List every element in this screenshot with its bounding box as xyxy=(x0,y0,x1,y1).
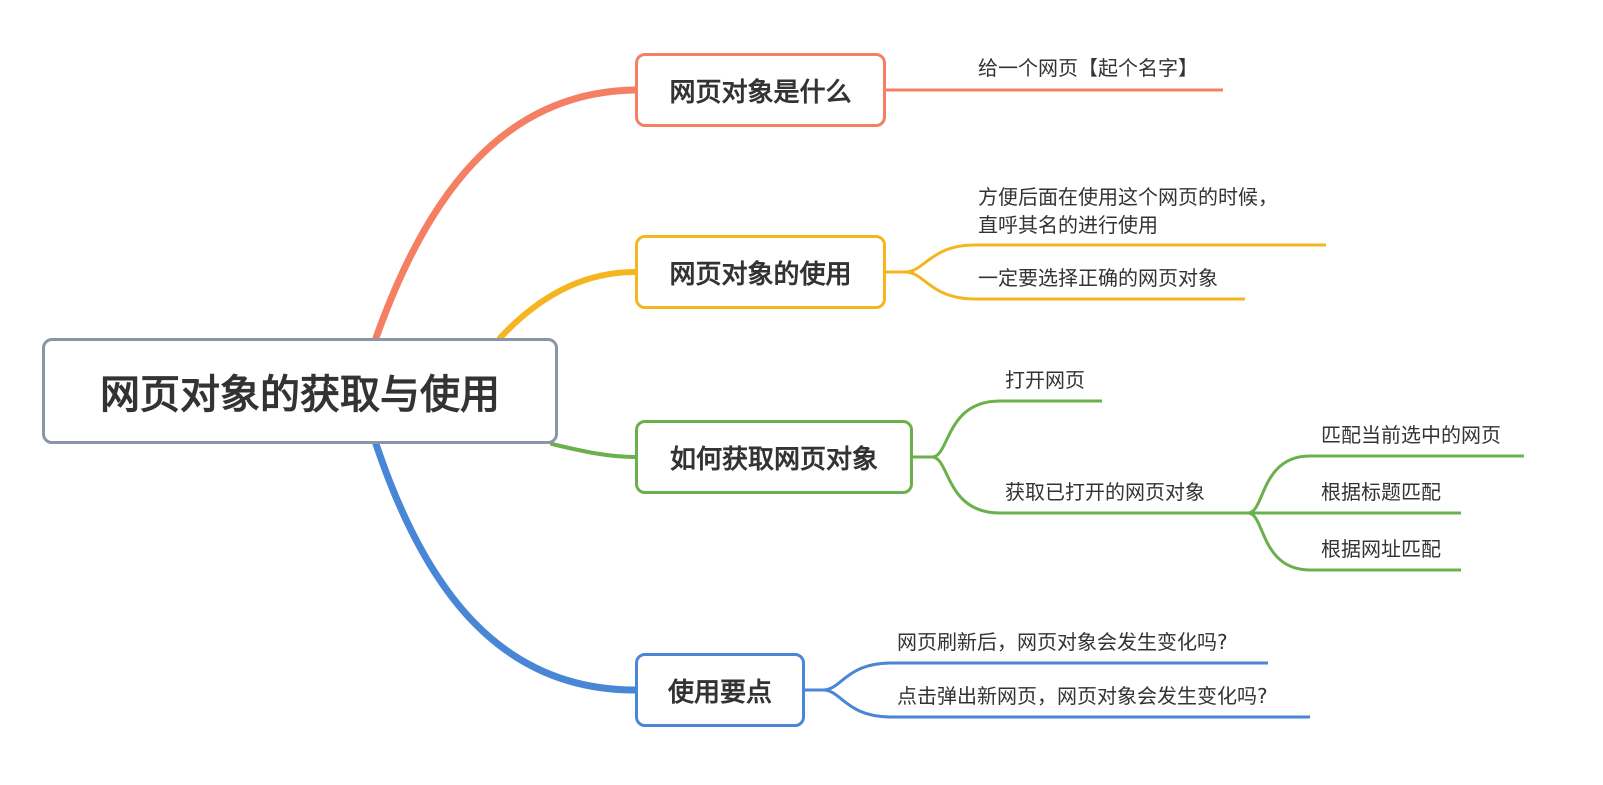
leaf-popup-question[interactable]: 点击弹出新网页，网页对象会发生变化吗? xyxy=(897,684,1268,708)
leaf-line-2: 直呼其名的进行使用 xyxy=(978,213,1158,237)
connector-sub-1 xyxy=(1247,454,1524,515)
connector-sub-3 xyxy=(1247,511,1461,572)
connector-branch-2-leaf-2 xyxy=(904,270,1245,301)
root-topic[interactable]: 网页对象的获取与使用 xyxy=(42,338,558,444)
connector-branch-4-leaf-2 xyxy=(822,688,1310,719)
branch-page-object-usage[interactable]: 网页对象的使用 xyxy=(635,235,886,309)
connector-branch-4-leaf-1 xyxy=(822,661,1268,692)
connector-branch-3-leaf-1 xyxy=(931,399,1102,459)
branch-how-to-get-page-object[interactable]: 如何获取网页对象 xyxy=(635,420,913,494)
branch-label: 网页对象的使用 xyxy=(669,259,852,290)
branch-label: 网页对象是什么 xyxy=(669,77,852,108)
sub-leaf-match-selected-page[interactable]: 匹配当前选中的网页 xyxy=(1321,423,1501,447)
leaf-give-page-name[interactable]: 给一个网页【起个名字】 xyxy=(978,56,1198,80)
connector-root-to-branch-3 xyxy=(550,442,637,459)
connector-root-to-branch-1 xyxy=(372,86,639,342)
connector-root-to-branch-4 xyxy=(372,440,639,694)
leaf-open-page[interactable]: 打开网页 xyxy=(1005,368,1085,392)
leaf-get-opened-page-object[interactable]: 获取已打开的网页对象 xyxy=(1005,480,1205,504)
leaf-select-correct-object[interactable]: 一定要选择正确的网页对象 xyxy=(978,266,1218,290)
leaf-refresh-question[interactable]: 网页刷新后，网页对象会发生变化吗? xyxy=(897,630,1228,654)
leaf-convenient-usage[interactable]: 方便后面在使用这个网页的时候， 直呼其名的进行使用 xyxy=(978,183,1278,239)
connector-branch-3-leaf-2 xyxy=(931,455,1248,515)
sub-leaf-match-by-title[interactable]: 根据标题匹配 xyxy=(1321,480,1441,504)
branch-label: 如何获取网页对象 xyxy=(669,444,878,475)
branch-usage-points[interactable]: 使用要点 xyxy=(635,653,805,727)
root-topic-label: 网页对象的获取与使用 xyxy=(100,372,500,418)
connector-branch-2-leaf-1 xyxy=(904,243,1326,274)
sub-leaf-match-by-url[interactable]: 根据网址匹配 xyxy=(1321,537,1441,561)
leaf-line-1: 方便后面在使用这个网页的时候， xyxy=(978,185,1278,209)
branch-what-is-page-object[interactable]: 网页对象是什么 xyxy=(635,53,886,127)
branch-label: 使用要点 xyxy=(667,677,772,708)
connector-root-to-branch-2 xyxy=(497,269,638,341)
